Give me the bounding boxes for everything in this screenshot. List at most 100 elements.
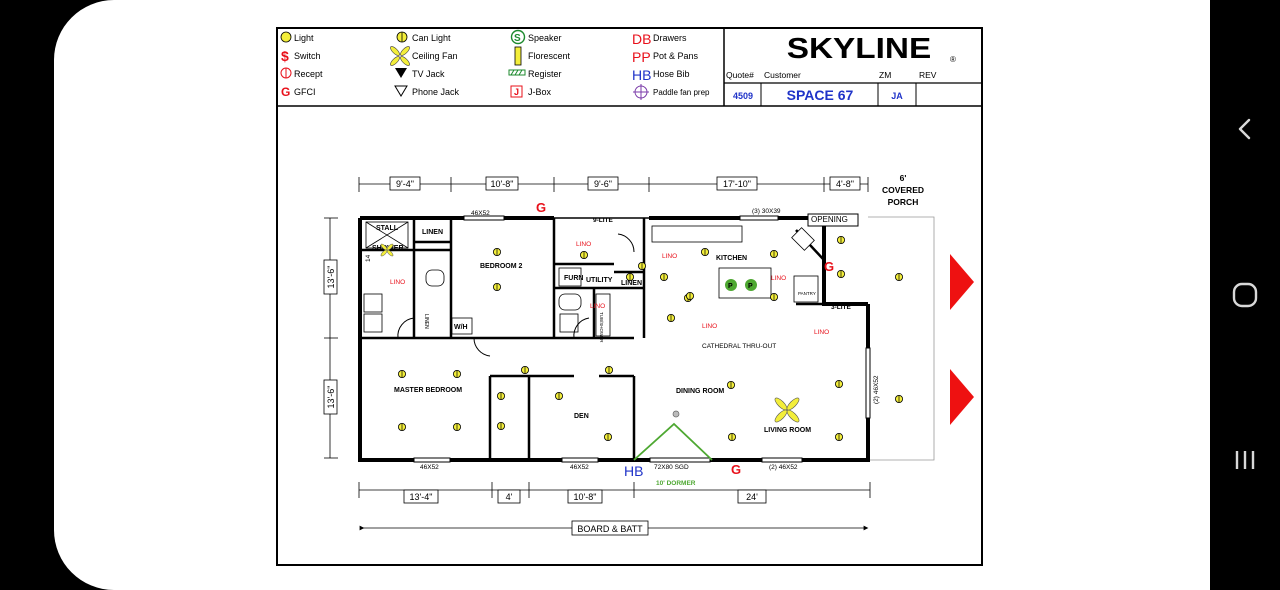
light-legend: Light <box>280 31 314 43</box>
title-block: SKYLINE ® Quote# Customer ZM REV 4509 SP… <box>724 32 982 106</box>
plan-notes: 46X52 9-LITE (3) 30X39 OPENING 3-LITE CA… <box>365 208 880 487</box>
legend-speaker: Speaker <box>528 33 562 43</box>
back-button[interactable] <box>1228 112 1262 146</box>
tv-jack-icon <box>395 68 407 78</box>
hose-bib-icon: HB <box>632 67 651 83</box>
note-cathedral: CATHEDRAL THRU-OUT <box>702 343 776 350</box>
phone-jack-legend: Phone Jack <box>394 85 460 97</box>
note-2-46x52: (2) 46X52 <box>769 464 798 471</box>
gfci-icon: G <box>281 85 290 99</box>
florescent-icon <box>514 46 522 66</box>
legend-pots: Pot & Pans <box>653 51 699 61</box>
svg-text:P: P <box>748 283 753 290</box>
dim-top-4: 17'-10" <box>723 179 751 189</box>
bottom-dimensions: 13'-4" 4' 10'-8" 24' <box>358 482 871 504</box>
dim-bottom-1: 13'-4" <box>410 492 433 502</box>
legend-light: Light <box>294 33 314 43</box>
note-9-lite: 9-LITE <box>593 217 614 224</box>
gfci-front-icon: G <box>731 462 741 477</box>
ceiling-fan-legend: Ceiling Fan <box>390 46 458 66</box>
hose-bib-legend: HB Hose Bib <box>632 67 690 83</box>
legend-drawers: Drawers <box>653 33 687 43</box>
pantry <box>793 275 819 303</box>
kitchen-counter <box>651 225 743 243</box>
note-46x52-master: 46X52 <box>420 464 439 471</box>
logo-mark: ® <box>950 55 956 64</box>
speaker-icon <box>510 29 526 45</box>
porch-arrow-top-icon <box>950 254 974 310</box>
ceiling-fan-icon <box>390 46 410 66</box>
svg-text:6': 6' <box>900 173 907 183</box>
recents-button[interactable] <box>1228 443 1262 477</box>
label-master-bedroom: MASTER BEDROOM <box>394 387 462 394</box>
svg-text:J: J <box>514 87 519 97</box>
label-kitchen: KITCHEN <box>716 255 747 262</box>
note-tub-shower: TUB/SHOWER <box>599 312 604 343</box>
header-customer: Customer <box>764 70 801 80</box>
gfci-kitchen-icon: G <box>824 259 834 274</box>
legend-hose-bib: Hose Bib <box>653 69 690 79</box>
recept-legend: Recept <box>280 67 323 79</box>
paddle-fan-prep-icon <box>672 410 680 418</box>
label-den: DEN <box>574 413 589 420</box>
label-utility: UTILITY <box>586 277 613 284</box>
floor-plan-drawing: Light $ Switch Recept G GFCI Can Light <box>276 27 983 566</box>
note-3-lite: 3-LITE <box>831 304 852 311</box>
recents-icon <box>1235 451 1255 469</box>
dim-left-1: 13'-6" <box>326 266 336 289</box>
home-button[interactable] <box>1228 278 1262 312</box>
florescent-legend: Florescent <box>514 46 571 66</box>
legend-jbox: J-Box <box>528 87 552 97</box>
svg-text:LINO: LINO <box>390 279 405 286</box>
svg-text:LINO: LINO <box>662 253 677 260</box>
register-legend: Register <box>508 69 562 79</box>
svg-text:LINO: LINO <box>814 329 829 336</box>
note-14: 14 <box>365 254 372 262</box>
dim-bottom-4: 24' <box>746 492 758 502</box>
back-icon <box>1238 118 1251 140</box>
fixtures <box>363 221 819 337</box>
svg-text:LINO: LINO <box>771 275 786 282</box>
label-wh: W/H <box>454 324 468 331</box>
note-2-46x52-side: (2) 46X52 <box>873 375 880 404</box>
header-rev: REV <box>919 70 937 80</box>
covered-porch <box>868 216 935 461</box>
note-pantry: PANTRY <box>798 291 816 296</box>
legend-ceiling-fan: Ceiling Fan <box>412 51 458 61</box>
label-linen-2: LINEN <box>621 280 642 287</box>
dormer <box>633 410 713 461</box>
water-heater <box>451 317 473 335</box>
header-zm: ZM <box>879 70 891 80</box>
label-linen-1: LINEN <box>422 229 443 236</box>
svg-text:P: P <box>728 283 733 290</box>
dim-top-1: 9'-4" <box>396 179 414 189</box>
note-dormer: 10' DORMER <box>656 480 696 487</box>
dim-bottom-3: 10'-8" <box>574 492 597 502</box>
legend-florescent: Florescent <box>528 51 571 61</box>
customer-value: SPACE 67 <box>787 87 854 103</box>
toilet-2 <box>558 293 582 311</box>
paddle-fan-legend: Paddle fan prep <box>633 84 710 100</box>
legend-gfci: GFCI <box>294 87 316 97</box>
note-opening: OPENING <box>811 215 848 224</box>
label-furn: FURN <box>564 275 583 282</box>
legend-tv-jack: TV Jack <box>412 69 445 79</box>
skyline-logo: SKYLINE <box>787 32 932 64</box>
windows <box>397 213 871 463</box>
home-icon <box>1232 282 1258 308</box>
gfci-legend: G GFCI <box>281 85 316 99</box>
speaker-legend: S Speaker <box>510 29 562 45</box>
note-3-30x39: (3) 30X39 <box>752 208 781 215</box>
dim-bottom-2: 4' <box>506 492 513 502</box>
note-46x52-top: 46X52 <box>471 210 490 217</box>
system-nav-bar <box>1210 0 1280 590</box>
tv-jack-legend: TV Jack <box>395 68 445 79</box>
phone-jack-icon <box>394 85 408 97</box>
label-living-room: LIVING ROOM <box>764 427 811 434</box>
board-batt: BOARD & BATT <box>359 520 869 536</box>
dim-top-3: 9'-6" <box>594 179 612 189</box>
label-stall: STALL <box>376 225 399 232</box>
interior-walls <box>360 218 825 458</box>
note-sgd: 72X80 SGD <box>654 464 689 471</box>
legend-can-light: Can Light <box>412 33 451 43</box>
